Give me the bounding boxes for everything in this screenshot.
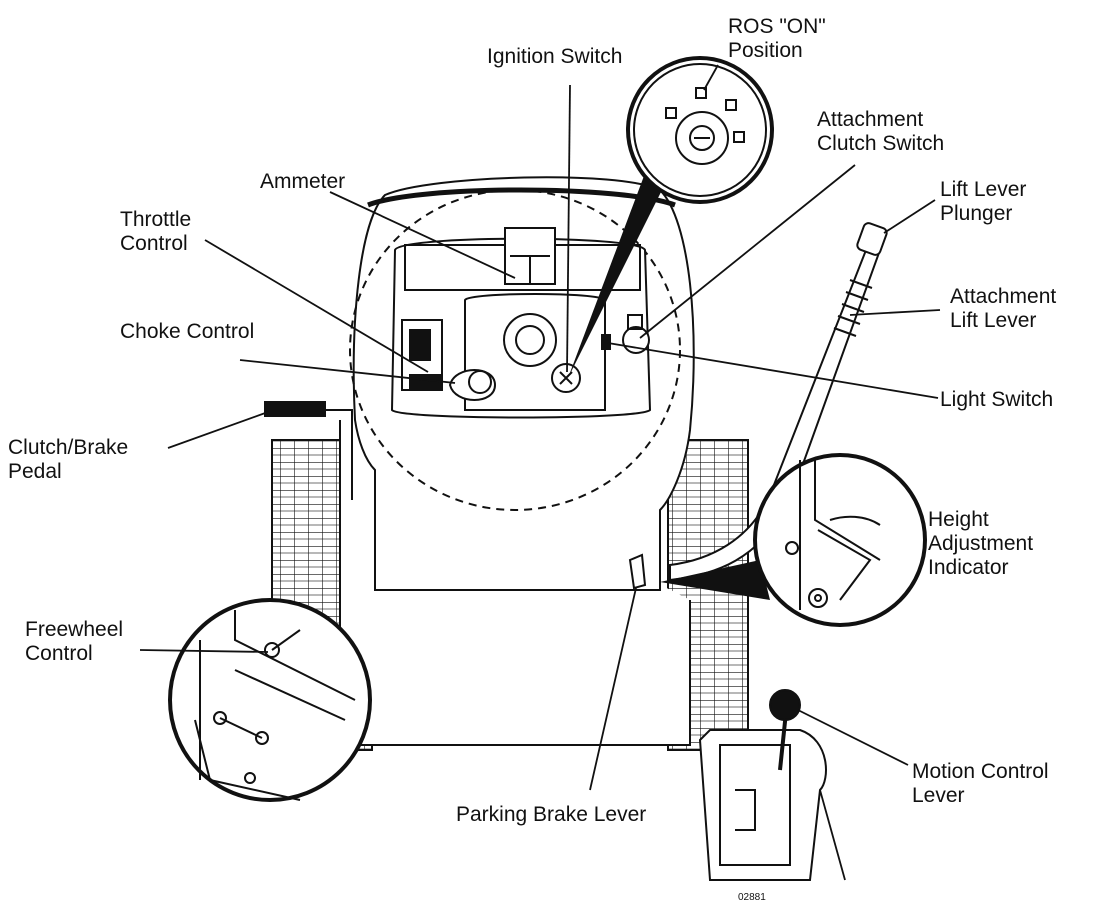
motion-control-lever-label: Motion Control Lever (912, 760, 1049, 808)
clutch-brake-pedal-label: Clutch/Brake Pedal (8, 436, 128, 484)
freewheel-control-label: Freewheel Control (25, 618, 123, 666)
throttle-line1: Throttle (120, 208, 192, 231)
height-line1: Height (928, 508, 989, 531)
lift-lever-plunger-label: Lift Lever Plunger (940, 178, 1026, 226)
freewheel-detail-circle (168, 598, 372, 802)
height-line3: Indicator (928, 556, 1009, 579)
motion-control-housing (698, 729, 827, 881)
freewheel-line2: Control (25, 642, 93, 665)
lift-plunger-line1: Lift Lever (940, 178, 1027, 201)
ros-on-position-label: ROS "ON" Position (728, 15, 826, 63)
throttle-line2: Control (120, 232, 188, 255)
motion-control-knob (769, 689, 801, 721)
motion-line1: Motion Control (912, 760, 1049, 783)
parking-brake-lever-label: Parking Brake Lever (456, 803, 647, 826)
height-adjustment-indicator-label: Height Adjustment Indicator (928, 508, 1033, 580)
dashed-deck-outline (349, 189, 681, 511)
height-line2: Adjustment (928, 532, 1034, 555)
attachment-lift-line1: Attachment (950, 285, 1057, 308)
ignition-detail-circle (626, 56, 774, 204)
light-switch-label: Light Switch (940, 388, 1054, 411)
leader-lines (139, 64, 941, 881)
choke-control-label: Choke Control (120, 320, 255, 343)
attachment-lift-lever-label: Attachment Lift Lever (950, 285, 1056, 333)
clutch-brake-pedal (264, 401, 326, 417)
ignition-switch-label: Ignition Switch (487, 45, 623, 68)
motion-line2: Lever (912, 784, 965, 807)
attachment-clutch-line1: Attachment (817, 108, 924, 131)
lift-plunger-line2: Plunger (940, 202, 1013, 225)
lift-plunger-knob (856, 222, 888, 256)
attachment-clutch-line2: Clutch Switch (817, 132, 945, 155)
parking-brake-handle (628, 553, 647, 590)
freewheel-line1: Freewheel (25, 618, 124, 641)
steering-column (503, 313, 557, 367)
light-switch-toggle (601, 334, 611, 350)
attachment-lift-line2: Lift Lever (950, 309, 1037, 332)
ros-on-line2: Position (728, 39, 803, 62)
attachment-clutch-switch-label: Attachment Clutch Switch (817, 108, 944, 156)
ammeter-label: Ammeter (260, 170, 346, 193)
height-indicator-detail-circle (753, 453, 927, 627)
throttle-control-label: Throttle Control (120, 208, 191, 256)
figure-code: 02881 (738, 892, 766, 903)
clutch-brake-line2: Pedal (8, 460, 62, 483)
clutch-brake-line1: Clutch/Brake (8, 436, 129, 459)
ros-on-line1: ROS "ON" (728, 15, 826, 38)
